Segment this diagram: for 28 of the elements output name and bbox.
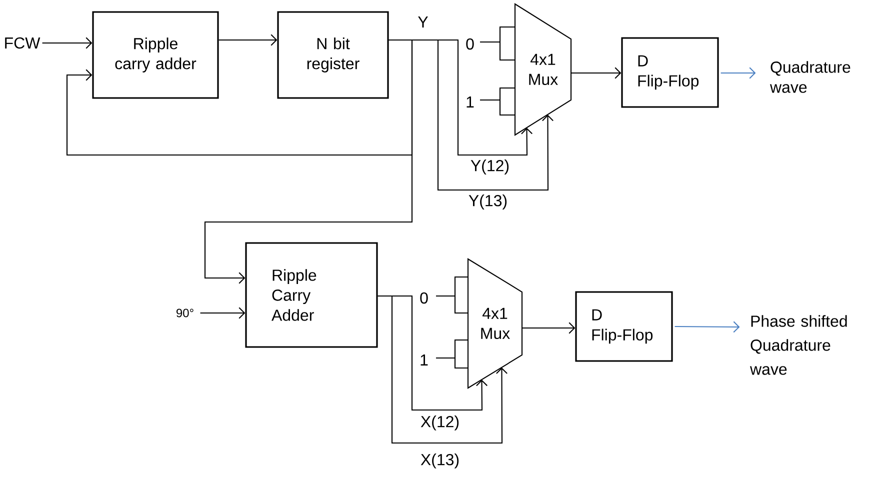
edge-label: Y(12): [469, 158, 511, 176]
arrow: [378, 295, 508, 444]
signal-label: 1: [466, 96, 474, 108]
signal-label: 0: [420, 292, 428, 304]
arrow: [200, 307, 246, 319]
input-label: 90°: [176, 308, 194, 318]
edge-label: X(13): [419, 452, 461, 470]
signal-label: 1: [420, 354, 428, 366]
input-label: FCW: [5, 37, 40, 49]
arrow: [204, 39, 413, 284]
arrow: [522, 322, 576, 334]
flip-flop-box: D Flip-Flop: [621, 37, 719, 108]
edge-label: X(12): [419, 414, 461, 432]
signal-label: Y: [418, 16, 428, 28]
register-box: N bit register: [277, 11, 389, 99]
arrow: [674, 321, 740, 333]
output-label: Phase shifted Quadrature wave: [750, 315, 847, 375]
output-label: Quadrature wave: [770, 61, 850, 93]
flip-flop-box: D Flip-Flop: [575, 291, 673, 362]
edge-label: Y(13): [467, 193, 509, 211]
adder-box: Ripple carry adder: [92, 11, 219, 99]
arrow: [720, 67, 756, 79]
signal-label: 0: [466, 38, 474, 50]
arrow: [42, 37, 92, 49]
adder-box: Ripple Carry Adder: [245, 242, 378, 348]
arrow: [571, 67, 622, 79]
arrow: [218, 34, 278, 46]
arrow: [388, 39, 554, 191]
